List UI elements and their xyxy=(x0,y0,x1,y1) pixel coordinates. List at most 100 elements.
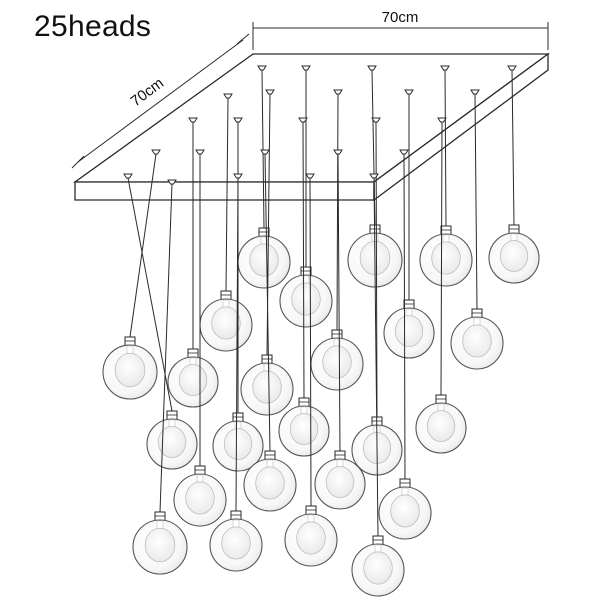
pendant-8 xyxy=(310,89,364,391)
pendant-19 xyxy=(314,149,366,510)
pendant-9 xyxy=(383,89,435,359)
ceiling-rose xyxy=(223,93,233,99)
inner-bulb xyxy=(185,481,215,515)
pendant-25 xyxy=(351,173,405,597)
ceiling-rose xyxy=(265,89,275,95)
bulb-neck xyxy=(260,236,268,245)
pendant-17 xyxy=(173,149,227,527)
suspension-cord xyxy=(336,93,339,331)
pendant-6 xyxy=(199,93,253,352)
bulb-neck xyxy=(437,403,445,411)
pendant-20 xyxy=(378,149,432,540)
ceiling-rose xyxy=(305,173,315,179)
inner-bulb xyxy=(499,240,529,272)
ceiling-rose xyxy=(260,149,270,155)
bulb-neck xyxy=(401,487,409,496)
pendant-lights xyxy=(102,65,540,597)
suspension-cord xyxy=(373,177,379,537)
suspension-cord xyxy=(261,69,265,229)
ceiling-rose xyxy=(367,65,377,71)
ceiling-rose xyxy=(399,149,409,155)
inner-bulb xyxy=(431,241,461,275)
ceiling-rose xyxy=(470,89,480,95)
suspension-cord xyxy=(403,153,406,480)
suspension-cord xyxy=(440,121,443,396)
ceiling-rose xyxy=(440,65,450,71)
suspension-cord xyxy=(264,153,271,452)
inner-bulb xyxy=(390,494,420,528)
depth-dimension xyxy=(71,33,250,169)
ceiling-rose xyxy=(298,117,308,123)
inner-bulb xyxy=(249,243,279,277)
bulb-neck xyxy=(266,459,274,468)
bulb-neck xyxy=(302,275,310,284)
inner-bulb xyxy=(394,315,424,347)
suspension-cord xyxy=(159,183,173,513)
pendant-16 xyxy=(102,149,161,400)
ceiling-rose xyxy=(369,173,379,179)
inner-bulb xyxy=(289,413,319,445)
pendant-21 xyxy=(123,173,198,470)
suspension-cord xyxy=(235,177,239,512)
suspension-cord xyxy=(129,153,157,338)
pendant-24 xyxy=(284,173,338,567)
suspension-cord xyxy=(309,177,312,507)
ceiling-rose xyxy=(333,89,343,95)
inner-bulb xyxy=(296,521,326,555)
inner-bulb xyxy=(363,551,393,585)
suspension-cord xyxy=(444,69,447,227)
pendant-13 xyxy=(278,117,330,457)
ceiling-rose xyxy=(123,173,133,179)
pendant-1 xyxy=(237,65,291,289)
pendant-5 xyxy=(488,65,540,284)
suspension-cord xyxy=(225,97,229,292)
heads-count-title: 25heads xyxy=(34,10,152,43)
bulb-neck xyxy=(168,419,176,427)
pendant-15 xyxy=(415,117,467,454)
bulb-neck xyxy=(307,514,315,523)
pendant-12 xyxy=(212,117,264,472)
inner-bulb xyxy=(178,364,208,396)
inner-bulb xyxy=(223,428,253,460)
bulb-neck xyxy=(234,421,242,429)
bulb-neck xyxy=(156,520,164,529)
ceiling-rose xyxy=(151,149,161,155)
bulb-neck xyxy=(126,345,134,354)
inner-bulb xyxy=(252,370,282,404)
inner-bulb xyxy=(462,324,492,358)
inner-bulb xyxy=(322,345,352,379)
pendant-10 xyxy=(450,89,504,370)
inner-bulb xyxy=(255,466,285,500)
width-dimension-label: 70cm xyxy=(382,9,419,26)
bulb-neck xyxy=(263,363,271,372)
ceiling-rose xyxy=(167,179,177,185)
ceiling-rose xyxy=(195,149,205,155)
ceiling-rose xyxy=(437,117,447,123)
bulb-neck xyxy=(374,544,382,553)
bulb-neck xyxy=(189,357,197,365)
ceiling-rose xyxy=(233,117,243,123)
bulb-neck xyxy=(336,459,344,467)
ceiling-rose xyxy=(188,117,198,123)
inner-bulb xyxy=(325,466,355,498)
suspension-cord xyxy=(474,93,478,310)
suspension-cord xyxy=(511,69,515,226)
suspension-cord xyxy=(375,121,378,418)
pendant-22 xyxy=(132,179,188,575)
suspension-cord xyxy=(337,153,341,452)
bulb-neck xyxy=(442,234,450,243)
pendant-23 xyxy=(209,173,263,572)
ceiling-rose xyxy=(257,65,267,71)
bulb-neck xyxy=(405,308,413,316)
bulb-neck xyxy=(333,338,341,347)
inner-bulb xyxy=(426,410,456,442)
ceiling-rose xyxy=(404,89,414,95)
suspension-cord xyxy=(302,121,305,399)
pendant-4 xyxy=(419,65,473,287)
ceiling-rose xyxy=(371,117,381,123)
inner-bulb xyxy=(211,306,241,340)
bulb-neck xyxy=(232,519,240,528)
inner-bulb xyxy=(144,527,176,563)
